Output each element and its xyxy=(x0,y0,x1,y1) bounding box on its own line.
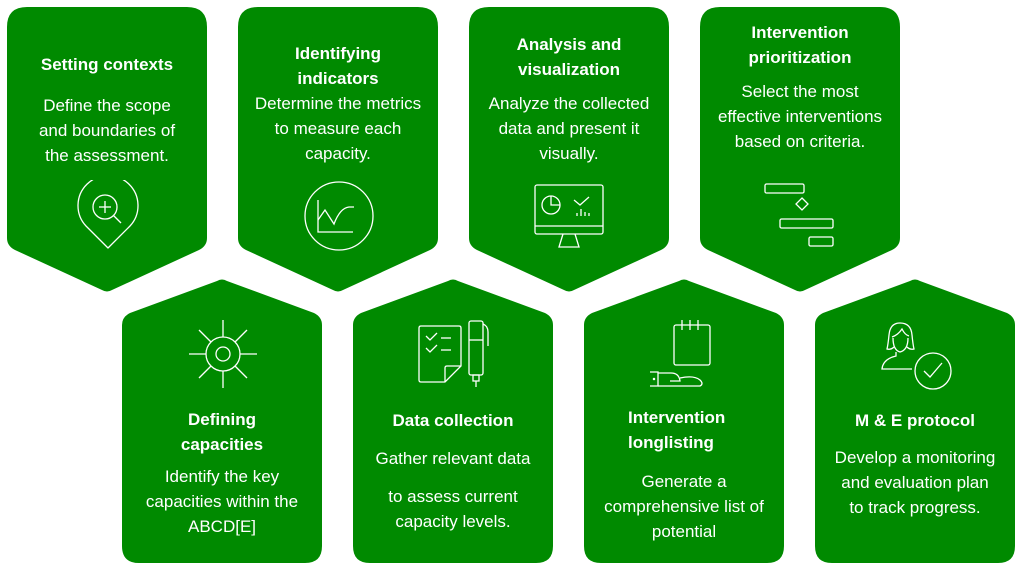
gantt-flow-icon xyxy=(764,182,838,248)
card-data-collection: Data collection Gather relevant data to … xyxy=(353,408,553,534)
card-shape-intervention-prioritization xyxy=(700,7,900,292)
card-me-protocol: M & E protocol Develop a monitoring and … xyxy=(815,408,1015,520)
card-title: Identifying xyxy=(295,44,381,63)
location-search-icon xyxy=(76,180,140,252)
card-shape-defining-capacities xyxy=(122,279,322,563)
card-desc-line: Identify the key xyxy=(164,467,280,486)
person-check-icon xyxy=(880,319,954,393)
card-desc-line: data and present it xyxy=(498,119,640,138)
card-intervention-prioritization: Intervention prioritization Select the m… xyxy=(700,20,900,154)
card-title: Intervention xyxy=(628,408,726,427)
card-desc-line: based on criteria. xyxy=(734,132,866,151)
card-desc-line: the assessment. xyxy=(45,146,169,165)
card-desc-line: to assess current xyxy=(388,487,518,506)
card-desc-line: Determine the metrics xyxy=(254,94,422,113)
card-desc-line: effective interventions xyxy=(717,107,883,126)
card-desc-line: potential xyxy=(651,522,717,541)
card-shape-intervention-longlisting xyxy=(584,279,784,563)
card-desc-line: and evaluation plan xyxy=(841,473,989,492)
card-title: Data collection xyxy=(392,411,514,430)
card-desc-line: Analyze the collected xyxy=(488,94,650,113)
sun-gear-icon xyxy=(187,318,259,390)
line-chart-circle-icon xyxy=(303,180,375,252)
card-desc-line: Develop a monitoring xyxy=(834,448,996,467)
card-intervention-longlisting: Intervention longlisting Generate a comp… xyxy=(584,405,784,544)
card-shape-setting-contexts xyxy=(7,7,207,292)
card-desc-line: and boundaries of xyxy=(38,121,176,140)
card-desc-line: Select the most xyxy=(741,82,859,101)
card-desc-line: to measure each xyxy=(274,119,402,138)
checklist-pen-icon xyxy=(417,318,491,388)
card-desc-line: comprehensive list of xyxy=(604,497,764,516)
card-desc-line: Define the scope xyxy=(43,96,171,115)
card-desc-line: visually. xyxy=(539,144,599,163)
card-shape-me-protocol xyxy=(815,279,1015,563)
card-shape-identifying-indicators xyxy=(238,7,438,292)
card-desc-line: to track progress. xyxy=(849,498,981,517)
card-shape-data-collection xyxy=(353,279,553,563)
card-title: longlisting xyxy=(628,433,714,452)
hand-notepad-icon xyxy=(648,320,712,390)
card-title: capacities xyxy=(180,435,264,454)
card-title: Defining xyxy=(188,410,256,429)
card-identifying-indicators: Identifying indicators Determine the met… xyxy=(238,41,438,166)
card-desc-line: capacities within the xyxy=(145,492,299,511)
card-defining-capacities: Defining capacities Identify the key cap… xyxy=(122,407,322,539)
card-setting-contexts: Setting contexts Define the scope and bo… xyxy=(7,52,207,168)
card-title: Analysis and xyxy=(516,35,622,54)
card-desc-line: capacity levels. xyxy=(395,512,511,531)
card-title: M & E protocol xyxy=(855,411,975,430)
card-title: visualization xyxy=(517,60,621,79)
card-desc-line: ABCD[E] xyxy=(187,517,257,536)
card-shape-analysis-visualization xyxy=(469,7,669,292)
card-title: Setting contexts xyxy=(40,55,174,74)
card-desc-line: Generate a xyxy=(641,472,727,491)
card-title: indicators xyxy=(297,69,379,88)
card-title: prioritization xyxy=(748,48,852,67)
card-title: Intervention xyxy=(751,23,849,42)
monitor-dashboard-icon xyxy=(533,183,605,249)
card-desc-line: Gather relevant data xyxy=(375,449,531,468)
card-desc-line: capacity. xyxy=(305,144,371,163)
card-analysis-visualization: Analysis and visualization Analyze the c… xyxy=(469,32,669,166)
